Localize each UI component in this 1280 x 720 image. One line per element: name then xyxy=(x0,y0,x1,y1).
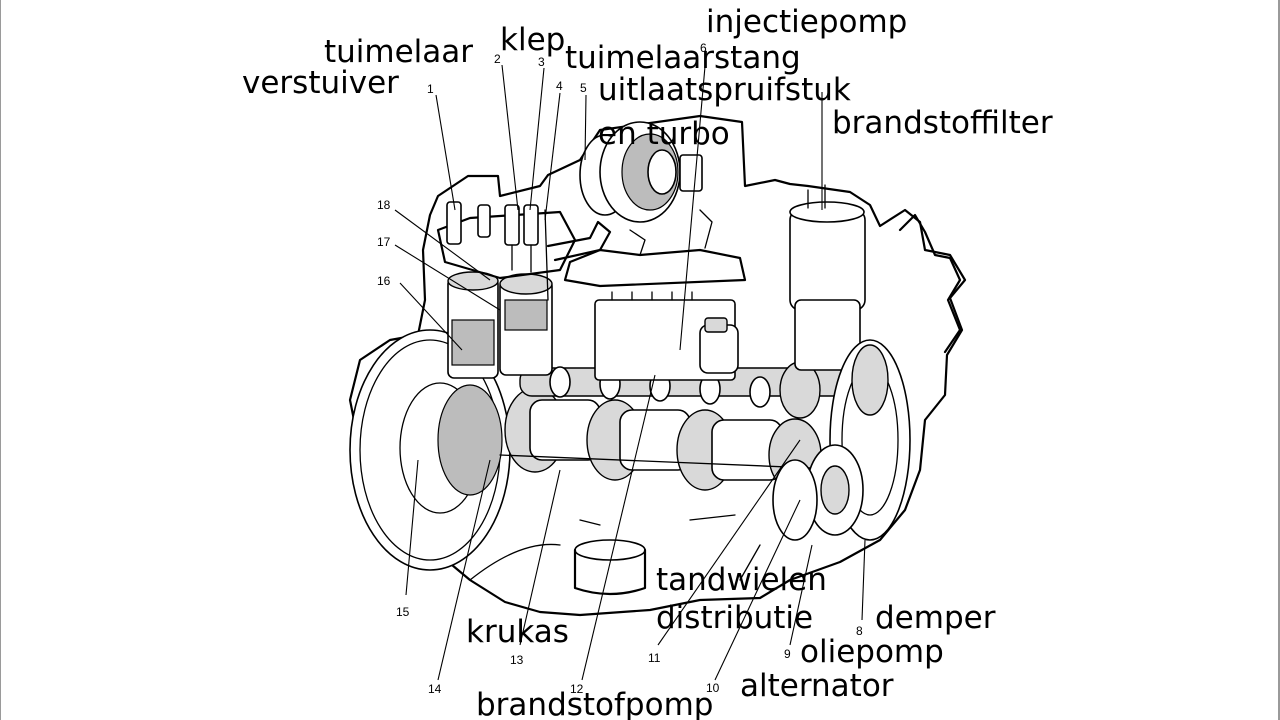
number-15: 15 xyxy=(396,605,410,619)
label-verstuiver: verstuiver xyxy=(242,65,399,101)
number-3: 3 xyxy=(538,55,545,69)
number-11: 11 xyxy=(648,651,661,665)
number-4: 4 xyxy=(556,79,563,93)
oil-pump xyxy=(573,539,647,596)
number-6: 6 xyxy=(700,41,707,55)
number-1: 1 xyxy=(427,82,434,96)
frame-left-edge xyxy=(0,0,1,720)
flywheel xyxy=(349,329,511,571)
number-5: 5 xyxy=(580,81,587,95)
label-tuimelaarstang: tuimelaarstang xyxy=(565,40,801,76)
label-en-turbo: en turbo xyxy=(598,116,730,152)
number-2: 2 xyxy=(494,52,501,66)
part-labels: injectiepomp klep tuimelaar tuimelaarsta… xyxy=(242,4,1053,720)
pistons xyxy=(447,271,553,379)
label-oliepomp: oliepomp xyxy=(800,634,944,670)
label-injectiepomp: injectiepomp xyxy=(706,4,907,40)
label-tuimelaar: tuimelaar xyxy=(324,34,473,70)
number-8: 8 xyxy=(856,624,863,638)
injection-pump xyxy=(594,291,739,381)
label-uitlaatspruitstuk: uitlaatspruifstuk xyxy=(598,72,851,108)
fuel-filter xyxy=(789,184,866,371)
leader-lines xyxy=(394,54,866,681)
label-klep: klep xyxy=(500,22,565,58)
number-16: 16 xyxy=(377,274,391,288)
number-10: 10 xyxy=(706,681,720,695)
label-demper: demper xyxy=(875,600,996,636)
label-brandstofpomp: brandstofpomp xyxy=(476,687,713,720)
number-17: 17 xyxy=(377,235,391,249)
label-alternator: alternator xyxy=(740,668,894,704)
part-numbers: 1 2 3 4 5 6 8 9 10 11 12 13 14 15 16 17 … xyxy=(377,41,863,696)
number-18: 18 xyxy=(377,198,391,212)
frame-right-edge xyxy=(1278,0,1280,720)
front-pulleys xyxy=(772,213,962,541)
block-inner-lines xyxy=(469,514,761,581)
number-14: 14 xyxy=(428,682,442,696)
engine-drawing xyxy=(348,114,967,617)
label-tandwielen: tandwielen xyxy=(656,562,827,598)
label-brandstoffilter: brandstoffilter xyxy=(832,105,1053,141)
cylinder-head xyxy=(436,201,612,301)
number-13: 13 xyxy=(510,653,524,667)
number-12: 12 xyxy=(570,682,584,696)
label-distributie: distributie xyxy=(656,600,813,636)
number-9: 9 xyxy=(784,647,791,661)
crankshaft xyxy=(499,387,861,492)
label-krukas: krukas xyxy=(466,614,569,650)
turbocharger xyxy=(563,121,747,288)
